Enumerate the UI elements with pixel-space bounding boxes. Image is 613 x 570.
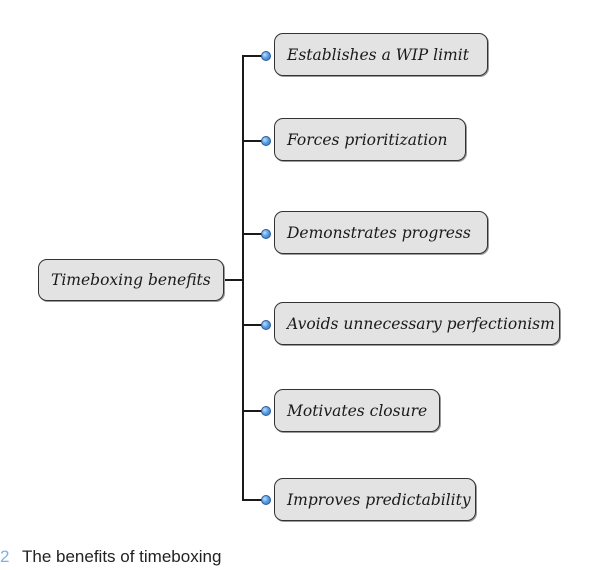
bullet-icon <box>261 136 271 146</box>
branch-node-1: Establishes a WIP limit <box>274 33 488 76</box>
branch-node-label: Avoids unnecessary perfectionism <box>287 314 555 333</box>
branch-node-label: Motivates closure <box>287 401 428 420</box>
branch-node-label: Establishes a WIP limit <box>287 45 469 64</box>
figure-caption-text: The benefits of timeboxing <box>22 547 222 566</box>
root-node-label: Timeboxing benefits <box>51 271 211 289</box>
bullet-icon <box>261 320 271 330</box>
branch-node-3: Demonstrates progress <box>274 211 488 254</box>
bullet-icon <box>261 406 271 416</box>
branch-node-5: Motivates closure <box>274 389 440 432</box>
bullet-icon <box>261 229 271 239</box>
bullet-icon <box>261 495 271 505</box>
root-node: Timeboxing benefits <box>38 259 224 301</box>
branch-node-label: Forces prioritization <box>287 130 448 149</box>
figure-caption: 2 The benefits of timeboxing <box>0 546 221 568</box>
branch-node-2: Forces prioritization <box>274 118 466 161</box>
branch-node-4: Avoids unnecessary perfectionism <box>274 302 560 345</box>
bullet-icon <box>261 51 271 61</box>
figure-number: 2 <box>0 547 10 566</box>
branch-node-6: Improves predictability <box>274 478 476 521</box>
branch-node-label: Improves predictability <box>287 490 471 509</box>
branch-node-label: Demonstrates progress <box>287 223 471 242</box>
